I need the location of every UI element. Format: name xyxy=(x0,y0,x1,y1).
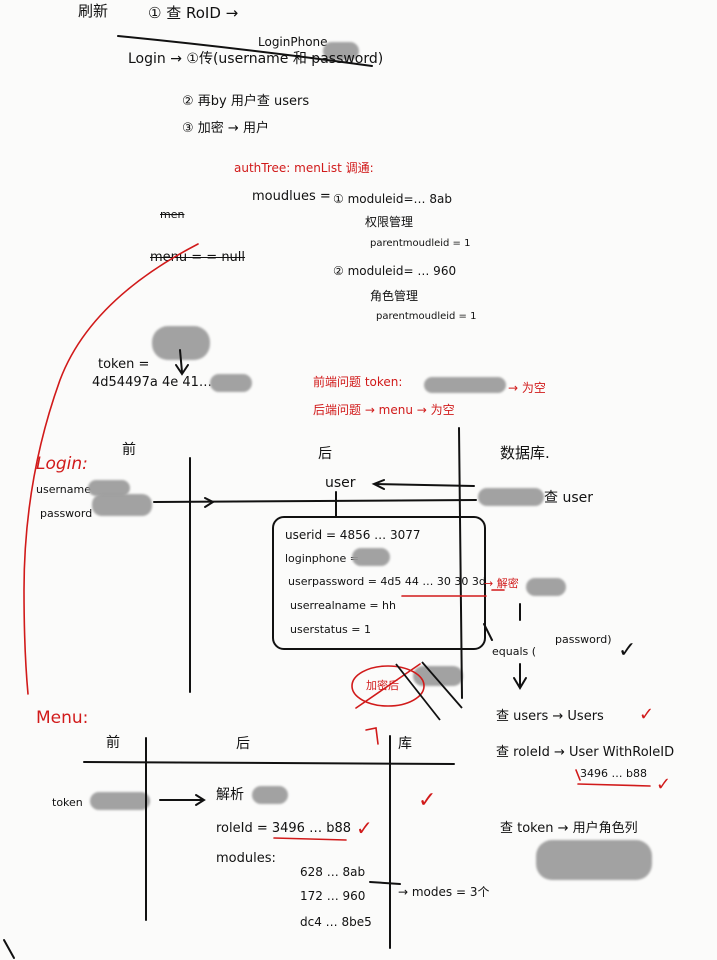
equals-check: ✓ xyxy=(618,638,637,663)
menu-label: Menu: xyxy=(36,708,89,728)
menu-modules-label: modules: xyxy=(216,851,276,866)
redacted-db-user xyxy=(478,488,544,506)
menu-modes: → modes = 3个 xyxy=(398,885,490,899)
module2-id: ② moduleid= … 960 xyxy=(333,264,457,278)
menu-db-check: ✓ xyxy=(418,788,437,813)
redacted-decrypt xyxy=(526,578,566,596)
query-token: 查 token → 用户角色列 xyxy=(500,821,638,836)
hatch-line-1 xyxy=(395,663,441,721)
equals-arg: password) xyxy=(555,633,612,646)
login-step2: ② 再by 用户查 users xyxy=(182,94,310,109)
query-users: 查 users → Users xyxy=(496,709,604,724)
login-label: Login: xyxy=(36,454,88,474)
front-issue-result: → 为空 xyxy=(508,381,546,395)
encrypt-note: 加密后 xyxy=(366,679,399,692)
login-step1: Login → ①传(username 和 password) xyxy=(128,51,384,67)
menu-module2: 172 … 960 xyxy=(300,889,366,903)
module1-id: ① moduleid=… 8ab xyxy=(333,192,452,206)
module2-parent: parentmoudleid = 1 xyxy=(376,311,477,322)
redacted-query-token xyxy=(536,840,652,880)
menu-col-front: 前 xyxy=(106,735,120,751)
menu-col-back: 后 xyxy=(236,736,250,752)
login-separator-back-db xyxy=(458,427,463,699)
record-userstatus: userstatus = 1 xyxy=(290,623,372,636)
modules-header: authTree: menList 调通: xyxy=(234,161,374,175)
record-userpassword: userpassword = 4d5 44 … 30 30 3d xyxy=(288,575,486,588)
modules-bracket xyxy=(369,881,401,885)
equals-down-arrow xyxy=(513,663,527,690)
title-underline xyxy=(117,35,373,67)
record-userid: userid = 4856 … 3077 xyxy=(285,528,421,542)
password-label: password xyxy=(40,507,93,520)
query-roleid-value: 3496 … b88 xyxy=(580,767,647,780)
record-userrealname: userrealname = hh xyxy=(290,599,396,612)
equals-call: equals ( xyxy=(492,645,537,658)
red-cross xyxy=(355,663,421,709)
back-issue: 后端问题 → menu → 为空 xyxy=(313,403,455,417)
redacted-password xyxy=(92,494,152,516)
title-prefix: 刷新 xyxy=(78,2,109,20)
query-roleid: 查 roleId → User WithRoleID xyxy=(496,745,675,760)
redacted-username xyxy=(88,480,130,496)
menu-decode: 解析 xyxy=(216,787,244,803)
strike-men: men xyxy=(160,208,185,221)
step1-text: ① 查 RoID → xyxy=(148,4,239,22)
roleid-check: ✓ xyxy=(356,816,373,840)
token-label: token = xyxy=(98,357,150,372)
user-record-box xyxy=(272,516,486,650)
red-bracket-mark xyxy=(365,727,379,745)
record-decrypt: → 解密 xyxy=(484,577,519,590)
query-users-check: ✓ xyxy=(639,704,655,725)
query-roleid-check: ✓ xyxy=(656,774,672,795)
token-value: 4d54497a 4e 41… xyxy=(92,375,212,390)
red-underline-query-roleid xyxy=(577,783,651,787)
menu-roleid: roleId = 3496 … b88 xyxy=(216,821,352,836)
menu-horizontal-rule xyxy=(83,761,455,765)
username-label: username xyxy=(36,483,91,496)
redacted-front-token xyxy=(424,377,506,393)
menu-module1: 628 … 8ab xyxy=(300,865,366,879)
login-arrow-to-db xyxy=(153,499,477,503)
step1-target: LoginPhone xyxy=(258,35,328,49)
login-col-back: 后 xyxy=(318,446,332,462)
front-issue: 前端问题 token: xyxy=(313,375,403,389)
module1-name: 权限管理 xyxy=(365,215,414,229)
redacted-menu-token xyxy=(90,792,150,810)
record-loginphone: loginphone = xyxy=(285,552,359,565)
corner-mark xyxy=(3,939,15,959)
red-underline-roleid xyxy=(273,837,347,841)
redacted-encrypt xyxy=(413,666,463,686)
equals-left-arrow xyxy=(483,623,493,641)
modules-label: moudlues = xyxy=(252,189,331,204)
redacted-token-tail xyxy=(210,374,252,392)
module2-name: 角色管理 xyxy=(370,289,419,303)
redacted-decode xyxy=(252,786,288,804)
redacted-phone xyxy=(323,42,359,60)
menu-token-label: token xyxy=(52,796,83,809)
strike-menu-null: menu = = null xyxy=(150,250,246,265)
login-step3: ③ 加密 → 用户 xyxy=(182,121,269,136)
query-user: 查 user xyxy=(544,490,593,506)
login-col-db: 数据库. xyxy=(500,444,550,462)
module1-parent: parentmoudleid = 1 xyxy=(370,238,471,249)
menu-col-db: 库 xyxy=(398,736,412,752)
login-arrow-head xyxy=(204,497,216,508)
menu-token-arrow xyxy=(159,794,206,806)
redacted-loginphone xyxy=(352,548,390,566)
red-small-arrow xyxy=(575,769,581,781)
db-return-arrow xyxy=(371,479,475,490)
hatch-line-2 xyxy=(421,661,463,709)
red-crossed-ellipse xyxy=(351,665,425,707)
token-down-arrow xyxy=(175,349,189,376)
login-col-front: 前 xyxy=(122,442,136,458)
menu-module3: dc4 … 8be5 xyxy=(300,915,372,929)
red-connector-curve xyxy=(23,243,199,695)
backend-user: user xyxy=(325,475,356,491)
